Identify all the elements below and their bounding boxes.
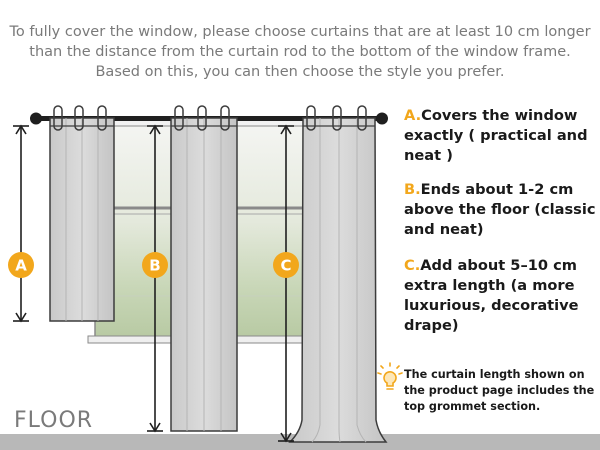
option-c-text: Add about 5–10 cm extra length (a more l…	[404, 257, 579, 334]
badge-c-label: C	[280, 257, 291, 275]
curtain-b	[170, 105, 238, 432]
badge-b: B	[142, 252, 168, 278]
badge-a: A	[8, 252, 34, 278]
option-a: A.Covers the window exactly ( practical …	[404, 106, 596, 166]
floor-label: FLOOR	[14, 408, 94, 433]
option-b-text: Ends about 1-2 cm above the floor (class…	[404, 181, 596, 238]
option-a-text: Covers the window exactly ( practical an…	[404, 107, 588, 164]
measure-line-c	[278, 124, 294, 443]
intro-text: To fully cover the window, please choose…	[9, 24, 591, 80]
option-b: B.Ends about 1-2 cm above the floor (cla…	[404, 180, 596, 240]
measure-line-a	[13, 124, 29, 323]
badge-a-label: A	[15, 257, 27, 275]
option-c-letter: C.	[404, 257, 421, 274]
badge-b-label: B	[149, 257, 160, 275]
curtain-a	[49, 105, 115, 322]
badge-c: C	[273, 252, 299, 278]
option-c: C.Add about 5–10 cm extra length (a more…	[404, 256, 596, 336]
curtain-c	[288, 105, 388, 443]
measure-line-b	[147, 124, 163, 433]
length-note: The curtain length shown on the product …	[404, 368, 595, 413]
lightbulb-icon	[377, 362, 403, 390]
option-a-letter: A.	[404, 107, 422, 124]
option-b-letter: B.	[404, 181, 421, 198]
